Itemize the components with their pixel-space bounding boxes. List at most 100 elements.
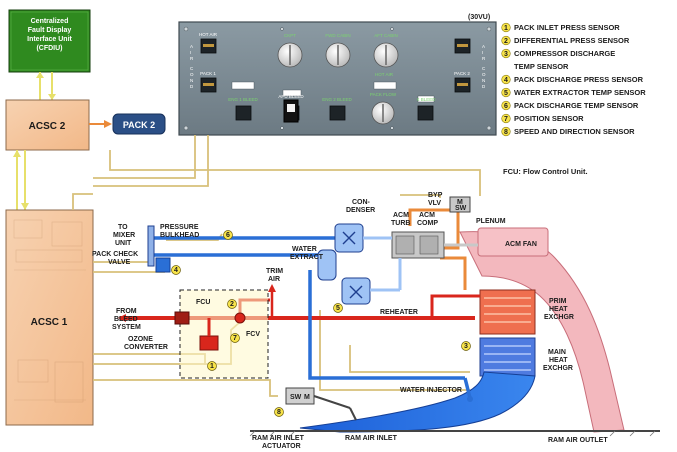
prim-heat-exchanger — [479, 289, 536, 335]
svg-text:R: R — [190, 56, 194, 61]
legend-badge-1 — [501, 22, 511, 33]
legend-text-8: POSITION SENSOR — [514, 114, 584, 123]
fcv-label: FCV — [246, 331, 260, 338]
legend-number-4: 4 — [504, 77, 508, 84]
svg-text:RAM AIR INLET: RAM AIR INLET — [345, 435, 398, 442]
svg-text:ACM: ACM — [393, 212, 409, 219]
legend-text-9: SPEED AND DIRECTION SENSOR — [514, 127, 635, 136]
btn-label-eng1: ENG 1 BLEED — [228, 97, 258, 102]
sensor-number-2: 2 — [230, 301, 234, 308]
water-injector-nozzle — [467, 396, 473, 402]
pack2-label: PACK 2 — [123, 120, 155, 130]
btn-label-hotair: HOT AIR — [199, 32, 218, 37]
knob-label-aft: AFT CABIN — [374, 33, 397, 38]
sensor-number-7: 7 — [233, 335, 237, 342]
svg-text:CONVERTER: CONVERTER — [124, 344, 168, 351]
acsc1-box — [5, 209, 94, 426]
sensor-badge-2 — [227, 299, 237, 309]
svg-text:UNIT: UNIT — [115, 240, 132, 247]
svg-text:D: D — [190, 84, 194, 89]
svg-text:R: R — [482, 56, 486, 61]
svg-text:MAIN: MAIN — [548, 349, 566, 356]
legend-number-6: 6 — [504, 103, 508, 110]
legend-number-1: 1 — [504, 25, 508, 32]
svg-text:WATER: WATER — [292, 246, 317, 253]
pack-check-valve — [155, 257, 171, 273]
sensor-badge-3 — [461, 341, 471, 351]
svg-text:OZONE: OZONE — [128, 336, 153, 343]
svg-text:ACTUATOR: ACTUATOR — [262, 443, 301, 450]
acsc2-pack2-arrow — [89, 120, 112, 128]
legend-badge-7 — [501, 113, 511, 124]
legend-badge-6 — [501, 100, 511, 111]
svg-text:TO: TO — [118, 224, 128, 231]
svg-text:EXTRACT: EXTRACT — [290, 254, 324, 261]
btn-label-packflow: PACK FLOW — [370, 92, 397, 97]
pack-outlet-line — [150, 236, 472, 399]
svg-text:ACM: ACM — [419, 212, 435, 219]
sensor-badge-6 — [223, 230, 233, 240]
fcu-note: FCU: Flow Control Unit. — [503, 167, 588, 176]
legend-text-5: PACK DISCHARGE PRESS SENSOR — [514, 75, 644, 84]
sensor-number-3: 3 — [464, 343, 468, 350]
svg-text:I: I — [190, 50, 191, 55]
legend-number-3: 3 — [504, 51, 508, 58]
pressure-bulkhead — [147, 225, 155, 267]
legend-text-7: PACK DISCHARGE TEMP SENSOR — [514, 101, 639, 110]
svg-text:FROM: FROM — [116, 308, 137, 315]
svg-text:N: N — [482, 78, 485, 83]
panel-side-left: A I R C O N D — [190, 44, 194, 89]
diagram-labels: TO MIXER UNIT PRESSURE BULKHEAD PACK CHE… — [92, 192, 608, 450]
pushbutton-x-bleed[interactable] — [417, 105, 434, 121]
cfdiu-line-1: Centralized — [31, 18, 69, 25]
sensor-number-4: 4 — [174, 267, 178, 274]
panel-side-right: A I R C O N D — [482, 44, 486, 89]
cfdiu-box — [8, 9, 91, 73]
reheater — [341, 277, 371, 305]
svg-text:COMP: COMP — [417, 220, 438, 227]
svg-text:DENSER: DENSER — [346, 207, 375, 214]
svg-text:I: I — [482, 50, 483, 55]
svg-text:HEAT: HEAT — [549, 357, 568, 364]
condenser — [334, 223, 364, 253]
legend-text-3: COMPRESSOR DISCHARGE — [514, 49, 615, 58]
ram-air-inlet-actuator: SW M — [285, 387, 357, 421]
svg-text:EXCHGR: EXCHGR — [543, 365, 573, 372]
svg-text:A: A — [482, 44, 485, 49]
ram-air-inlet-duct — [299, 371, 536, 433]
ozone-converter — [174, 311, 190, 325]
legend-badge-2 — [501, 35, 511, 46]
svg-text:PRIM: PRIM — [549, 298, 567, 305]
legend-badge-3 — [501, 48, 511, 59]
acsc1-label: ACSC 1 — [31, 317, 68, 328]
svg-text:TRIM: TRIM — [266, 268, 283, 275]
svg-text:RAM AIR INLET: RAM AIR INLET — [252, 435, 305, 442]
svg-text:TURB: TURB — [391, 220, 410, 227]
bleed-air-line — [120, 290, 480, 320]
svg-text:PRESSURE: PRESSURE — [160, 224, 199, 231]
legend-number-7: 7 — [504, 116, 508, 123]
svg-text:N: N — [190, 78, 193, 83]
svg-text:VLV: VLV — [428, 200, 441, 207]
legend-text-6: WATER EXTRACTOR TEMP SENSOR — [514, 88, 646, 97]
control-wiring — [72, 135, 481, 397]
legend-text-2: DIFFERENTIAL PRESS SENSOR — [514, 36, 630, 45]
pushbutton-eng1-bleed[interactable] — [235, 105, 252, 121]
svg-text:M: M — [304, 394, 310, 401]
sensor-badge-4 — [171, 265, 181, 275]
svg-text:RAM AIR OUTLET: RAM AIR OUTLET — [548, 437, 608, 444]
btn-label-apu: APU BLEED — [278, 94, 304, 99]
legend-badge-5 — [501, 87, 511, 98]
cfdiu-line-4: (CFDIU) — [36, 45, 62, 52]
legend-badge-8 — [501, 126, 511, 137]
svg-text:BYP: BYP — [428, 192, 443, 199]
pack2-badge — [112, 113, 166, 135]
temp-knobs[interactable] — [277, 42, 399, 125]
pushbutton-eng2-bleed[interactable] — [329, 105, 346, 121]
btn-label-xbleed: X BLEED — [416, 97, 436, 102]
cfdiu-line-3: Interface Unit — [27, 36, 72, 43]
cfdiu-line-2: Fault Display — [28, 27, 72, 34]
sensor-number-6: 6 — [226, 232, 230, 239]
